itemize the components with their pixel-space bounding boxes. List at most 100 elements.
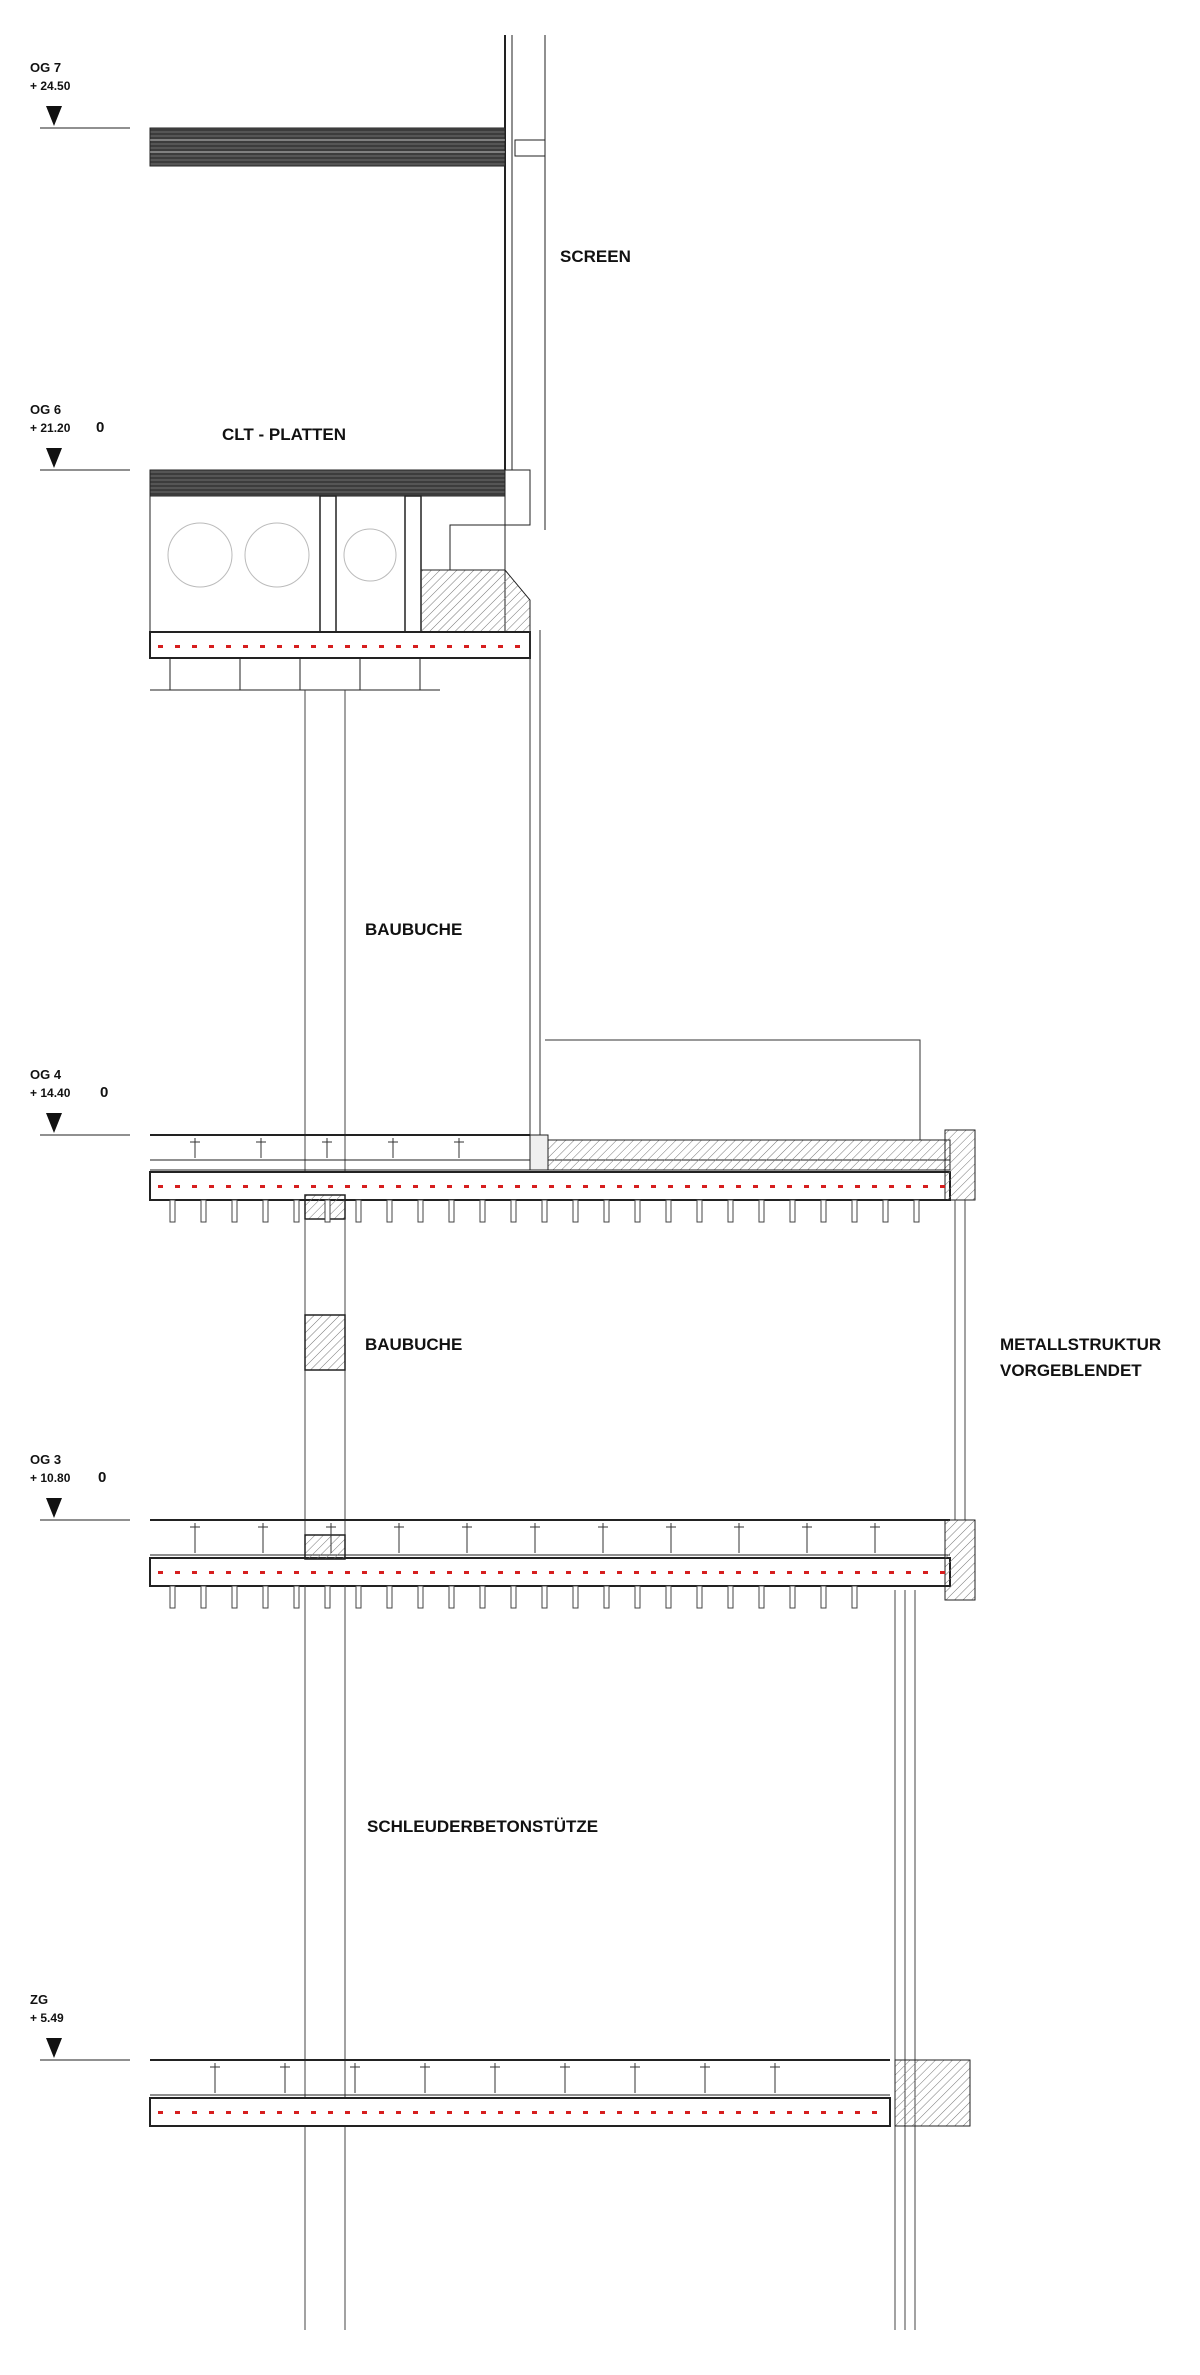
reinforcement-dot [260, 645, 265, 648]
pendant-fin [789, 1199, 796, 1223]
reinforcement-dot [175, 1571, 180, 1574]
reinforcement-dot [311, 2111, 316, 2114]
reinforcement-dot [634, 1185, 639, 1188]
pendant-fin [293, 1199, 300, 1223]
level-marker-og4: OG 4 + 14.40 0 [30, 1067, 130, 1136]
pendant-fin [169, 1585, 176, 1609]
reinforcement-dot [328, 2111, 333, 2114]
column-lower [304, 1586, 916, 2330]
reinforcement-dot [226, 1185, 231, 1188]
pendant-fin [541, 1199, 548, 1223]
reinforcement-dot [209, 645, 214, 648]
slab-og6 [149, 469, 531, 691]
reinforcement-dot [311, 1571, 316, 1574]
reinforcement-dot [821, 2111, 826, 2114]
reinforcement-dot [617, 1185, 622, 1188]
reinforcement-dot [872, 1185, 877, 1188]
reinforcement-dot [634, 2111, 639, 2114]
reinforcement-dot [379, 1185, 384, 1188]
pendant-fin [448, 1585, 455, 1609]
reinforcement-dot [192, 2111, 197, 2114]
label-schleuderbetonstuetze: SCHLEUDERBETONSTÜTZE [367, 1817, 598, 1836]
level-name: OG 7 [30, 60, 61, 75]
reinforcement-dot [243, 645, 248, 648]
label-metallstruktur: METALLSTRUKTUR [1000, 1335, 1161, 1354]
reinforcement-dot [617, 1571, 622, 1574]
reinforcement-dot [736, 1571, 741, 1574]
reinforcement-dot [685, 1185, 690, 1188]
reinforcement-dot [821, 1185, 826, 1188]
level-triangle-icon [46, 2038, 62, 2058]
reinforcement-dot [583, 1571, 588, 1574]
reinforcement-dot [515, 2111, 520, 2114]
reinforcement-dot [362, 645, 367, 648]
reinforcement-dot [379, 1571, 384, 1574]
slab-zg [149, 2059, 971, 2127]
reinforcement-dot [668, 2111, 673, 2114]
reinforcement-dot [770, 2111, 775, 2114]
reinforcement-dot [243, 1571, 248, 1574]
pendant-fin [262, 1585, 269, 1609]
reinforcement-dot [549, 1571, 554, 1574]
reinforcement-dot [600, 1185, 605, 1188]
level-elevation: + 10.80 [30, 1471, 71, 1485]
reinforcement-dot [396, 2111, 401, 2114]
reinforcement-dot [430, 1185, 435, 1188]
level-elevation: + 24.50 [30, 79, 71, 93]
pendant-fin [541, 1585, 548, 1609]
level-name: OG 4 [30, 1067, 62, 1082]
level-marker-og3: OG 3 + 10.80 0 [30, 1452, 130, 1521]
reinforcement-dot [719, 2111, 724, 2114]
reinforcement-dot [804, 2111, 809, 2114]
reinforcement-dot [940, 1185, 945, 1188]
pendant-fin [820, 1585, 827, 1609]
reinforcement-dot [498, 645, 503, 648]
reinforcement-dot [532, 1571, 537, 1574]
reinforcement-dot [702, 2111, 707, 2114]
slab-og4 [149, 1129, 976, 1220]
reinforcement-dot [430, 645, 435, 648]
reinforcement-dot [838, 1185, 843, 1188]
reinforcement-dot [906, 1571, 911, 1574]
reinforcement-dot [226, 2111, 231, 2114]
reinforcement-dot [787, 2111, 792, 2114]
level-name: OG 6 [30, 402, 61, 417]
screen-facade [504, 35, 546, 530]
level-elevation: + 14.40 [30, 1086, 71, 1100]
reinforcement-dot [532, 2111, 537, 2114]
reinforcement-dot [328, 645, 333, 648]
reinforcement-dot [158, 2111, 163, 2114]
reinforcement-dot [668, 1185, 673, 1188]
pendant-fin [479, 1199, 486, 1223]
pendant-fin [572, 1585, 579, 1609]
reinforcement-dot [192, 1571, 197, 1574]
level-suffix: 0 [100, 1084, 108, 1101]
reinforcement-dot [481, 2111, 486, 2114]
reinforcement-dot [464, 2111, 469, 2114]
level-marker-zg: ZG + 5.49 [30, 1992, 130, 2061]
reinforcement-dot [430, 1571, 435, 1574]
label-screen: SCREEN [560, 247, 631, 266]
slab-og3 [149, 1519, 976, 1601]
reinforcement-dot [668, 1571, 673, 1574]
reinforcement-dot [413, 1185, 418, 1188]
reinforcement-dot [294, 1185, 299, 1188]
reinforcement-dot [362, 1185, 367, 1188]
reinforcement-dot [821, 1571, 826, 1574]
pendant-fin [603, 1585, 610, 1609]
reinforcement-dot [396, 1571, 401, 1574]
level-suffix: 0 [98, 1469, 106, 1486]
pendant-fin [231, 1199, 238, 1223]
pendant-fin [386, 1199, 393, 1223]
reinforcement-dot [498, 1571, 503, 1574]
pendant-fin [727, 1199, 734, 1223]
reinforcement-dot [362, 2111, 367, 2114]
reinforcement-dot [549, 2111, 554, 2114]
label-baubuche-lower: BAUBUCHE [365, 1335, 462, 1354]
reinforcement-dot [787, 1571, 792, 1574]
reinforcement-dot [923, 1571, 928, 1574]
reinforcement-dot [753, 1571, 758, 1574]
pendant-fin [603, 1199, 610, 1223]
reinforcement-dot [396, 1185, 401, 1188]
